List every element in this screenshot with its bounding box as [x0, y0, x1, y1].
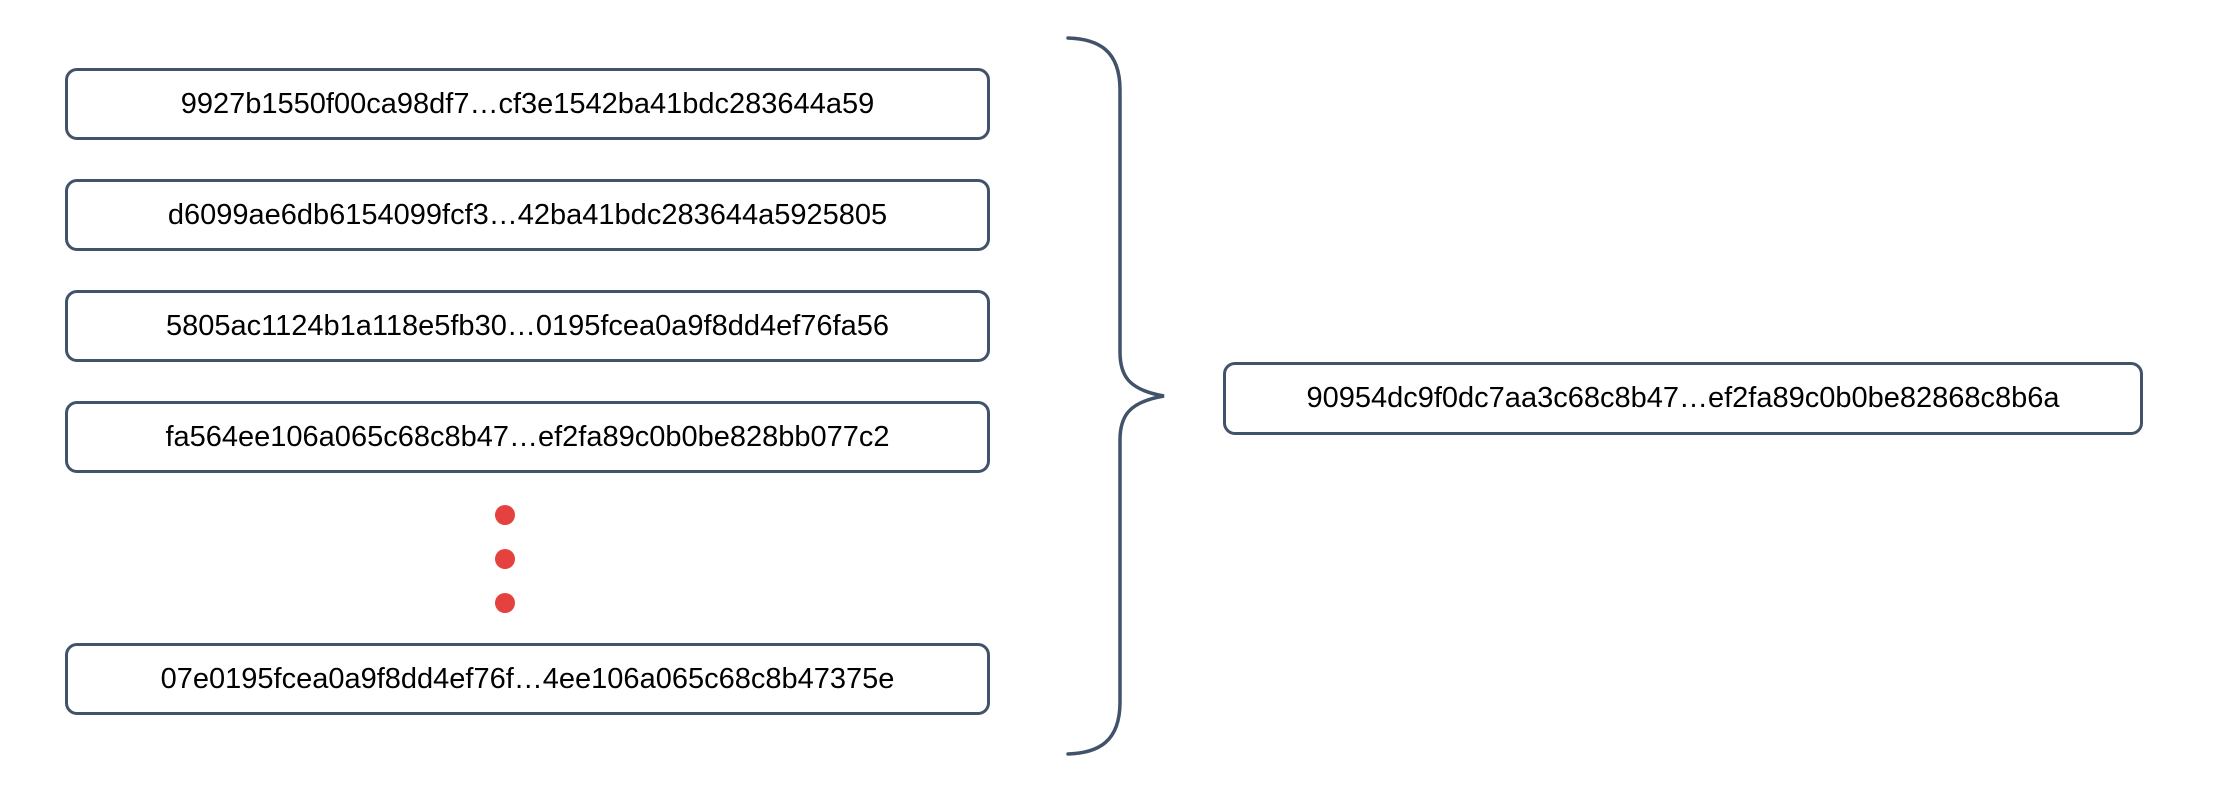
- hash-box-2-label: d6099ae6db6154099fcf3…42ba41bdc283644a59…: [167, 198, 888, 231]
- ellipsis-dot: [495, 549, 515, 569]
- hash-box-5-label: 07e0195fcea0a9f8dd4ef76f…4ee106a065c68c8…: [160, 662, 895, 695]
- hash-box-1: 9927b1550f00ca98df7…cf3e1542ba41bdc28364…: [65, 68, 990, 140]
- ellipsis-dot: [495, 593, 515, 613]
- combined-hash-box: 90954dc9f0dc7aa3c68c8b47…ef2fa89c0b0be82…: [1223, 362, 2143, 435]
- hash-box-3: 5805ac1124b1a118e5fb30…0195fcea0a9f8dd4e…: [65, 290, 990, 362]
- hash-box-4-label: fa564ee106a065c68c8b47…ef2fa89c0b0be828b…: [165, 420, 890, 453]
- hash-box-5: 07e0195fcea0a9f8dd4ef76f…4ee106a065c68c8…: [65, 643, 990, 715]
- hash-box-4: fa564ee106a065c68c8b47…ef2fa89c0b0be828b…: [65, 401, 990, 473]
- hash-box-3-label: 5805ac1124b1a118e5fb30…0195fcea0a9f8dd4e…: [166, 309, 889, 342]
- vertical-ellipsis: [495, 505, 515, 613]
- hash-box-1-label: 9927b1550f00ca98df7…cf3e1542ba41bdc28364…: [180, 87, 875, 120]
- ellipsis-dot: [495, 505, 515, 525]
- hash-box-2: d6099ae6db6154099fcf3…42ba41bdc283644a59…: [65, 179, 990, 251]
- combined-hash-label: 90954dc9f0dc7aa3c68c8b47…ef2fa89c0b0be82…: [1306, 382, 2060, 414]
